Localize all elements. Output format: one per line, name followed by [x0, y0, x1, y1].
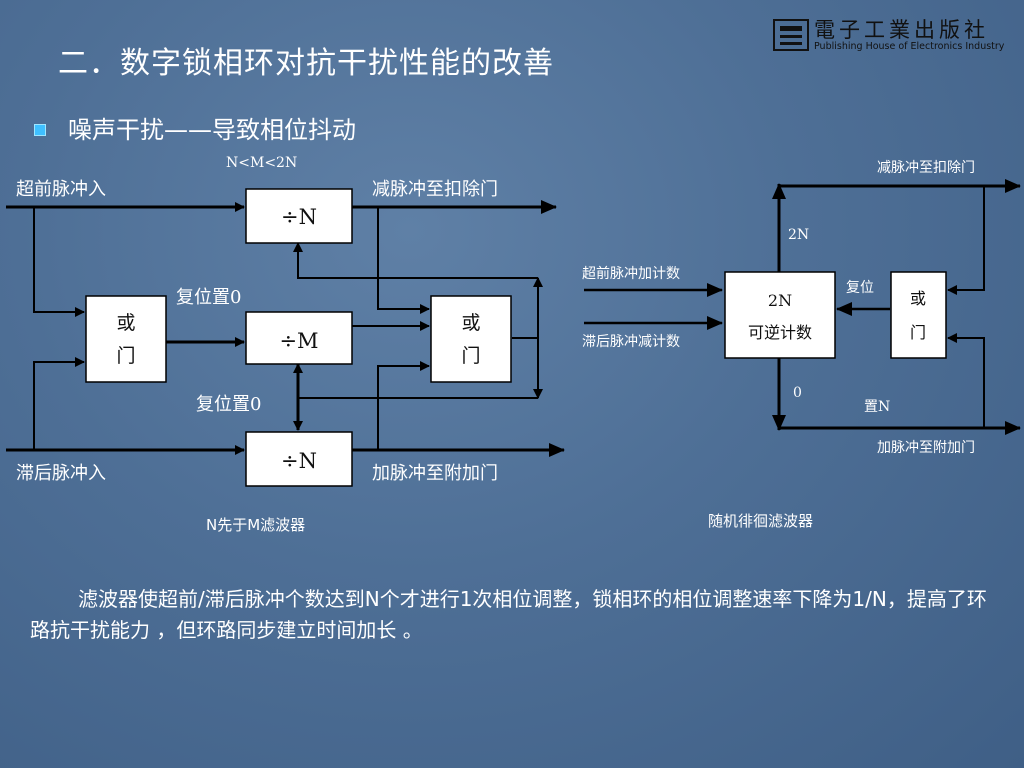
- divider-m-label: ÷M: [279, 329, 318, 353]
- explanation-paragraph: 滤波器使超前/滞后脉冲个数达到N个才进行1次相位调整，锁相环的相位调整速率下降为…: [30, 587, 987, 642]
- counter-label-2: 可逆计数: [748, 323, 812, 342]
- plus-pulse-output-label: 加脉冲至附加门: [372, 463, 498, 484]
- reset-bottom-label: 复位置0: [196, 394, 261, 415]
- page-title: 二．数字锁相环对抗干扰性能的改善: [58, 46, 554, 81]
- up-down-counter: 2N 可逆计数: [724, 271, 836, 359]
- right-diagram-caption: 随机徘徊滤波器: [708, 512, 813, 530]
- reset-top-label: 复位置0: [176, 287, 241, 308]
- counter-label-1: 2N: [768, 291, 792, 310]
- n-before-m-filter: [6, 200, 565, 457]
- random-walk-filter: [584, 179, 1021, 435]
- condition-label: N<M<2N: [226, 155, 297, 171]
- rw-2n-label: 2N: [788, 227, 809, 243]
- lag-pulse-input-label: 滞后脉冲入: [16, 463, 106, 484]
- divider-bottom-n-label: ÷N: [281, 449, 317, 473]
- or-gate-random-walk: 或 门: [890, 271, 947, 359]
- rw-minus-output-label: 减脉冲至扣除门: [877, 160, 975, 176]
- publisher-name-cn: 電子工業出版社: [814, 18, 989, 42]
- or-gate-right-label-1: 或: [461, 312, 480, 334]
- rw-lead-input-label: 超前脉冲加计数: [582, 265, 680, 282]
- rw-reset-label: 复位: [846, 279, 874, 296]
- or-gate-right: 或 门: [430, 295, 512, 383]
- subtitle: 噪声干扰——导致相位抖动: [68, 116, 356, 144]
- publisher-name-en: Publishing House of Electronics Industry: [814, 41, 1005, 52]
- or-gate-left-label-1: 或: [116, 312, 135, 334]
- or-gate-rw-label-1: 或: [910, 289, 926, 308]
- rw-set-n-label: 置N: [864, 399, 890, 415]
- divider-top-n: ÷N: [245, 188, 353, 244]
- rw-0-label: 0: [793, 385, 802, 401]
- rw-plus-output-label: 加脉冲至附加门: [877, 440, 975, 456]
- rw-lag-input-label: 滞后脉冲减计数: [582, 334, 680, 350]
- minus-pulse-output-label: 减脉冲至扣除门: [372, 179, 498, 200]
- bullet-icon: [34, 124, 46, 136]
- or-gate-left-label-2: 门: [116, 345, 135, 367]
- or-gate-left: 或 门: [85, 295, 167, 383]
- or-gate-rw-label-2: 门: [910, 323, 926, 342]
- divider-top-n-label: ÷N: [281, 205, 317, 229]
- divider-bottom-n: ÷N: [245, 431, 353, 487]
- publisher-logo: 電子工業出版社 Publishing House of Electronics …: [772, 14, 1008, 56]
- publisher-emblem-icon: [773, 19, 809, 51]
- divider-m: ÷M: [245, 311, 353, 365]
- lead-pulse-input-label: 超前脉冲入: [16, 179, 106, 200]
- or-gate-right-label-2: 门: [461, 345, 480, 367]
- left-diagram-caption: N先于M滤波器: [206, 516, 305, 534]
